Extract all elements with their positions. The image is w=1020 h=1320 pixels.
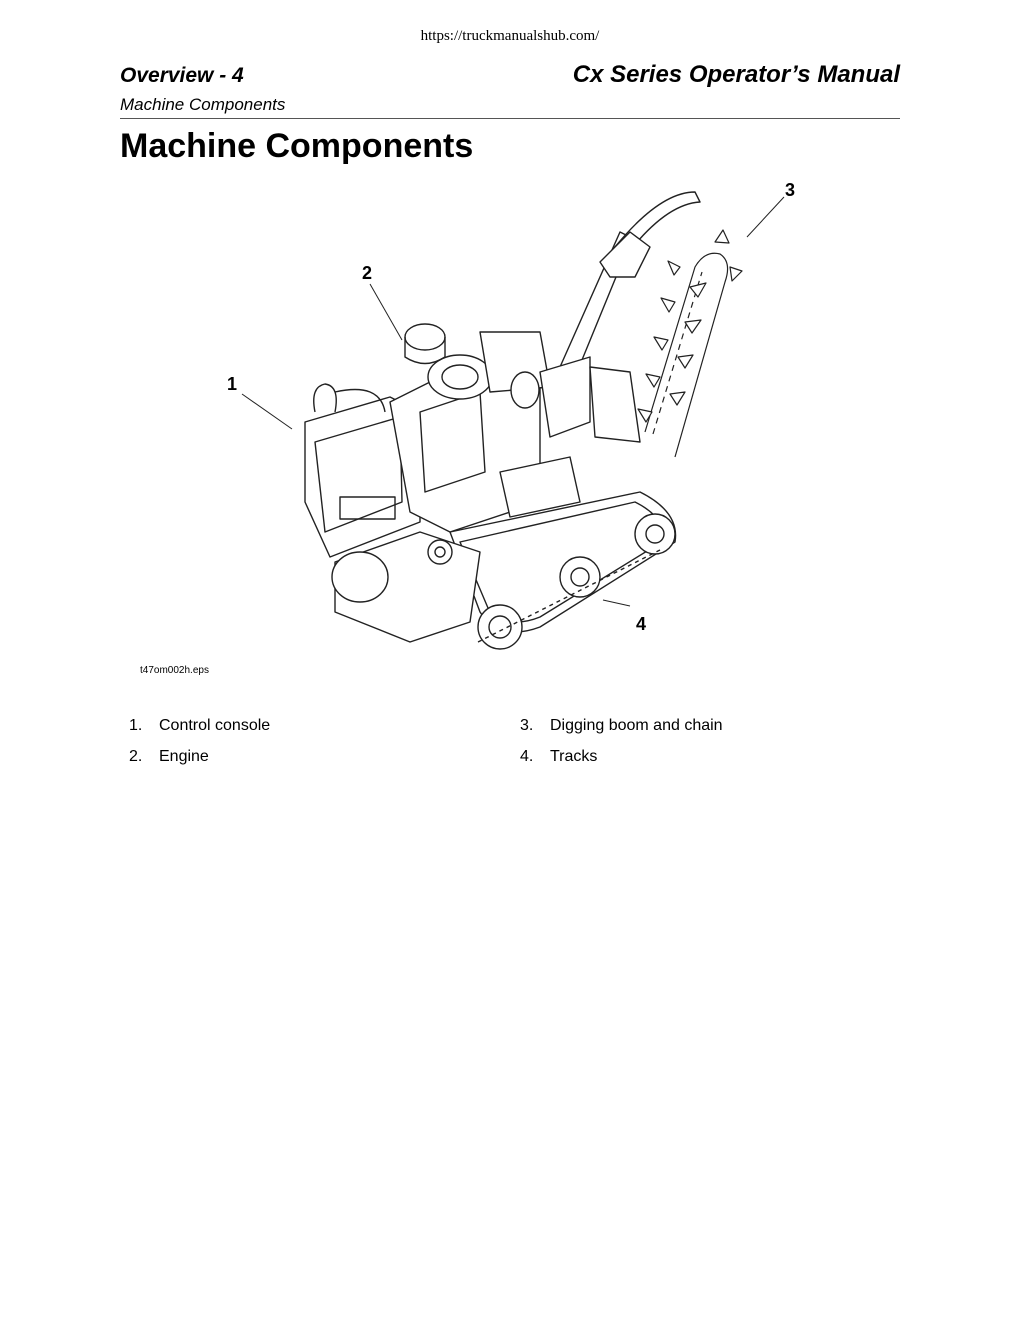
- callout-1: 1: [227, 374, 238, 394]
- subsection-header: Machine Components: [120, 95, 286, 114]
- legend-label: Engine: [159, 748, 209, 765]
- legend-item-4: 4. Tracks: [520, 748, 597, 766]
- legend-label: Digging boom and chain: [550, 717, 723, 734]
- legend-label: Tracks: [550, 748, 598, 765]
- source-url: https://truckmanualshub.com/: [420, 28, 600, 44]
- header-divider: [120, 118, 900, 119]
- figure-caption: t47om002h.eps: [140, 665, 209, 676]
- legend-number: 1.: [129, 717, 143, 734]
- callout-3: 3: [785, 180, 796, 200]
- legend-number: 3.: [520, 717, 534, 734]
- legend-label: Control console: [159, 717, 271, 734]
- machine-figure: 1 2 3 4: [120, 172, 900, 682]
- legend-item-2: 2. Engine: [129, 748, 209, 766]
- legend-number: 4.: [520, 748, 534, 765]
- section-header: Overview - 4: [120, 64, 244, 87]
- manual-title: Cx Series Operator’s Manual: [572, 61, 900, 88]
- legend-item-1: 1. Control console: [129, 717, 270, 735]
- legend-item-3: 3. Digging boom and chain: [520, 717, 723, 735]
- callout-4: 4: [636, 614, 647, 634]
- callout-2: 2: [362, 263, 373, 283]
- page-title: Machine Components: [120, 127, 474, 165]
- trencher-illustration: [241, 191, 785, 650]
- legend-number: 2.: [129, 748, 143, 765]
